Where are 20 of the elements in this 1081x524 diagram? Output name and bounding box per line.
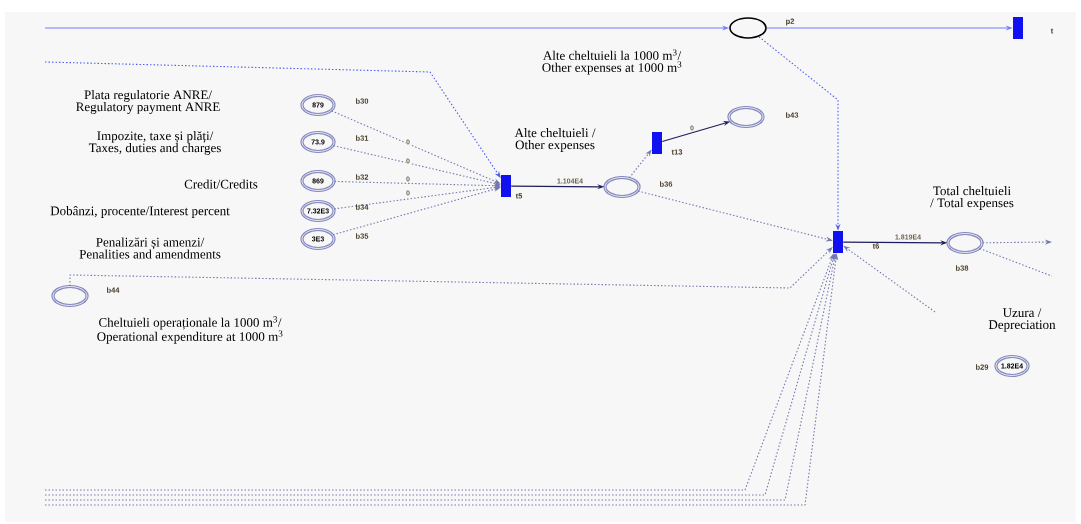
- place-circle: [946, 231, 984, 255]
- place-circle: [603, 175, 641, 199]
- transition-bar: [652, 132, 662, 154]
- annotation-text: Alte cheltuieli la 1000 m$^{3}$/ Other expenses at 1000 m$^{3}$: [542, 49, 682, 75]
- transition-bar: [501, 175, 511, 197]
- place-circle: [729, 17, 767, 39]
- annotation-text: Penalizări și amenzi/ Penalities and amendments: [79, 237, 221, 259]
- transition-bar: [1013, 17, 1023, 39]
- place-circle: [727, 105, 765, 129]
- annotation-text: Plata regulatorie ANRE/ Regulatory payment ANRE: [76, 90, 220, 114]
- annotation-text: Cheltuieli operaționale la 1000 m$^{3}$/ Operational expenditure at 1000 m$^{3}$: [97, 316, 283, 344]
- annotation-text: Impozite, taxe și plăți/ Taxes, duties and charges: [88, 131, 221, 155]
- annotation-text: Alte cheltuieli / Other expenses: [514, 128, 596, 152]
- transition-bar: [833, 231, 843, 253]
- annotation-text: Dobânzi, procente/Interest percent: [50, 206, 230, 218]
- place-circle: [51, 284, 89, 308]
- annotation-text: Total cheltuieli / Total expenses: [930, 186, 1014, 210]
- annotation-text: Credit/Credits: [184, 179, 258, 189]
- annotation-text: Uzura / Depreciation: [988, 308, 1056, 332]
- arrow: [69, 247, 833, 289]
